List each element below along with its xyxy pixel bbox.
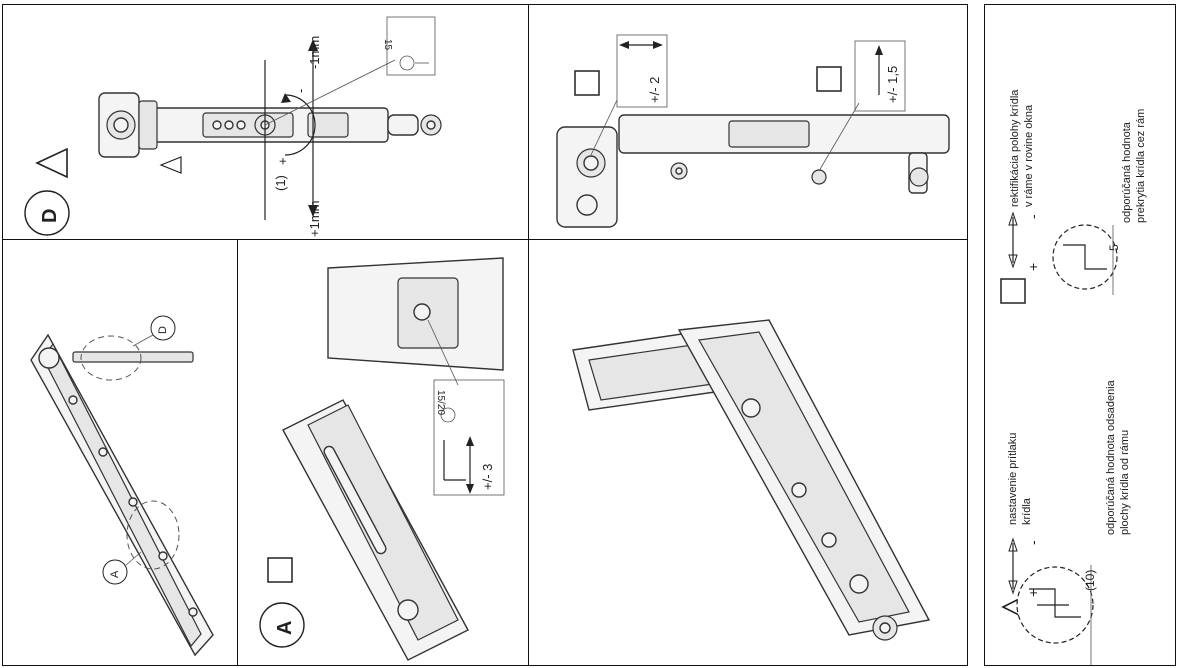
panel-bottom-middle — [528, 239, 968, 666]
minus-1mm-label: -1mm — [307, 35, 322, 69]
legend-item3-line2: plochy krídla od rámu — [1119, 429, 1131, 535]
panel-overview: D A — [2, 239, 238, 666]
plus-sign-label: + — [275, 157, 290, 165]
legend-item4-value: 5 — [1107, 244, 1121, 251]
overview-label-d: D — [157, 326, 169, 334]
legend-item3-value: (10) — [1083, 569, 1097, 591]
panel-a-letter: A — [274, 620, 296, 635]
hinge-head-drawing — [556, 34, 950, 228]
legend-item1-line1: nastavenie prítlaku — [1007, 432, 1019, 525]
legend-item1-line2: krídla — [1021, 498, 1033, 525]
panel-top-middle: +/- 2 +/- 1,5 — [528, 4, 968, 240]
legend-item3-line1: odporúčaná hodnota odsadenia — [1105, 380, 1117, 535]
adjust-plus-minus-2: +/- 2 — [647, 76, 662, 103]
adjust-plus-minus-1-5: +/- 1,5 — [885, 65, 900, 103]
callout-15-label: 15 — [382, 39, 393, 51]
hinge-overview-drawing — [30, 315, 214, 657]
panel-d-letter: D — [39, 208, 61, 223]
legend-panel: nastavenie prítlaku krídla rektifikácia … — [984, 4, 1176, 666]
legend-item2-line2: v ráme v rovine okna — [1023, 104, 1035, 207]
panel-a-detail: A 15/20 +/- 3 — [237, 239, 529, 666]
hinge-isometric-drawing — [572, 319, 931, 641]
minus-sign-label: - — [293, 88, 308, 93]
hinge-detail-a-drawing — [259, 257, 505, 661]
plus-1mm-label: +1mm — [307, 200, 322, 237]
legend-item1-minus: - — [1025, 540, 1041, 545]
overview-label-a: A — [109, 570, 121, 578]
legend-item4-line2: prekrytia krídla cez rám — [1135, 108, 1147, 223]
legend-item4-line1: odporúčaná hodnota — [1121, 122, 1133, 223]
legend-item1-plus: + — [1025, 588, 1041, 597]
hinge-arm-d-drawing — [24, 16, 442, 236]
legend-item2-minus: - — [1025, 214, 1041, 219]
paren-1-label: (1) — [273, 175, 288, 191]
legend-item2-plus: + — [1025, 262, 1041, 271]
panel-d-detail: D +1mm -1mm (1) + - 15 — [2, 4, 529, 240]
callout-15-20-label: 15/20 — [435, 390, 446, 416]
legend-item2-line1: rektifikácia polohy krídla — [1009, 89, 1021, 207]
legend-symbols — [1000, 211, 1118, 665]
adjust-plus-minus-3: +/- 3 — [480, 463, 495, 490]
